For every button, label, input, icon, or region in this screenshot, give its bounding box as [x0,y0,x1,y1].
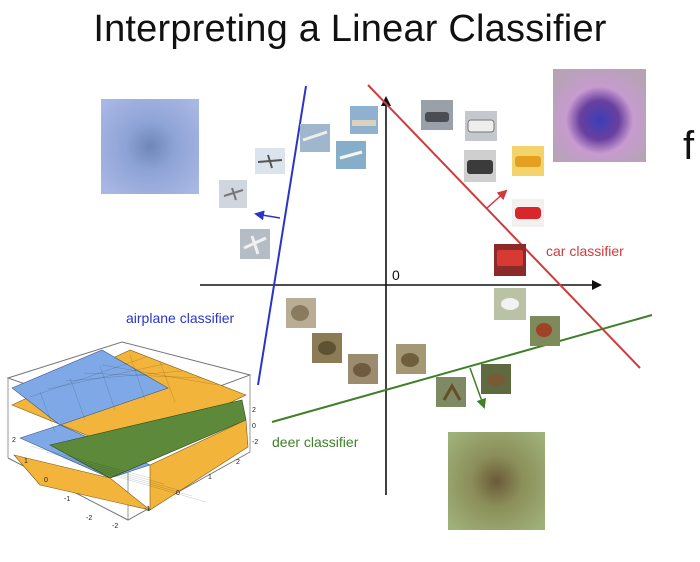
car-classifier-line [367,84,641,369]
surface-tick-left: 2 [12,437,16,444]
airplane-normal-arrow [254,210,281,221]
surface-orange-plane [149,419,249,511]
airplane-classifier-line [257,85,307,386]
deer-classifier-line [271,314,653,423]
car-template-image [553,69,646,162]
airplane-thumbnails [219,106,378,259]
surface-tick-bottom: 1 [208,474,212,481]
car-normal-arrow [486,189,508,209]
surface-tick-left: 1 [24,458,28,465]
surface-blue-plane [11,349,169,426]
deer-thumbnail [436,377,466,407]
car-thumbnails [421,100,544,276]
surface-tick-left: -2 [86,515,92,522]
deer-normal-arrow [469,367,487,409]
airplane-classifier-label: airplane classifier [126,310,234,326]
origin-label: 0 [392,267,400,283]
other-thumbnails [286,288,560,407]
surface-tick-left: 0 [44,477,48,484]
deer-template-image [448,432,545,530]
surface-tick-right: 0 [252,423,256,430]
surface-tick-bottom: -1 [144,506,150,513]
surface-tick-bottom: -2 [112,523,118,530]
surface-tick-bottom: 0 [176,490,180,497]
slide-title: Interpreting a Linear Classifier [93,8,607,50]
deer-classifier-label: deer classifier [272,434,359,450]
surface-plot: 2 1 0 -1 -2 2 1 0 -1 -2 2 0 -2 [6,341,258,530]
airplane-template-image [101,99,199,194]
surface-tick-left: -1 [64,496,70,503]
surface-tick-right: -2 [252,439,258,446]
cut-off-glyph: f [683,124,695,168]
surface-tick-right: 2 [252,407,256,414]
car-classifier-label: car classifier [546,243,624,259]
surface-tick-bottom: 2 [236,459,240,466]
